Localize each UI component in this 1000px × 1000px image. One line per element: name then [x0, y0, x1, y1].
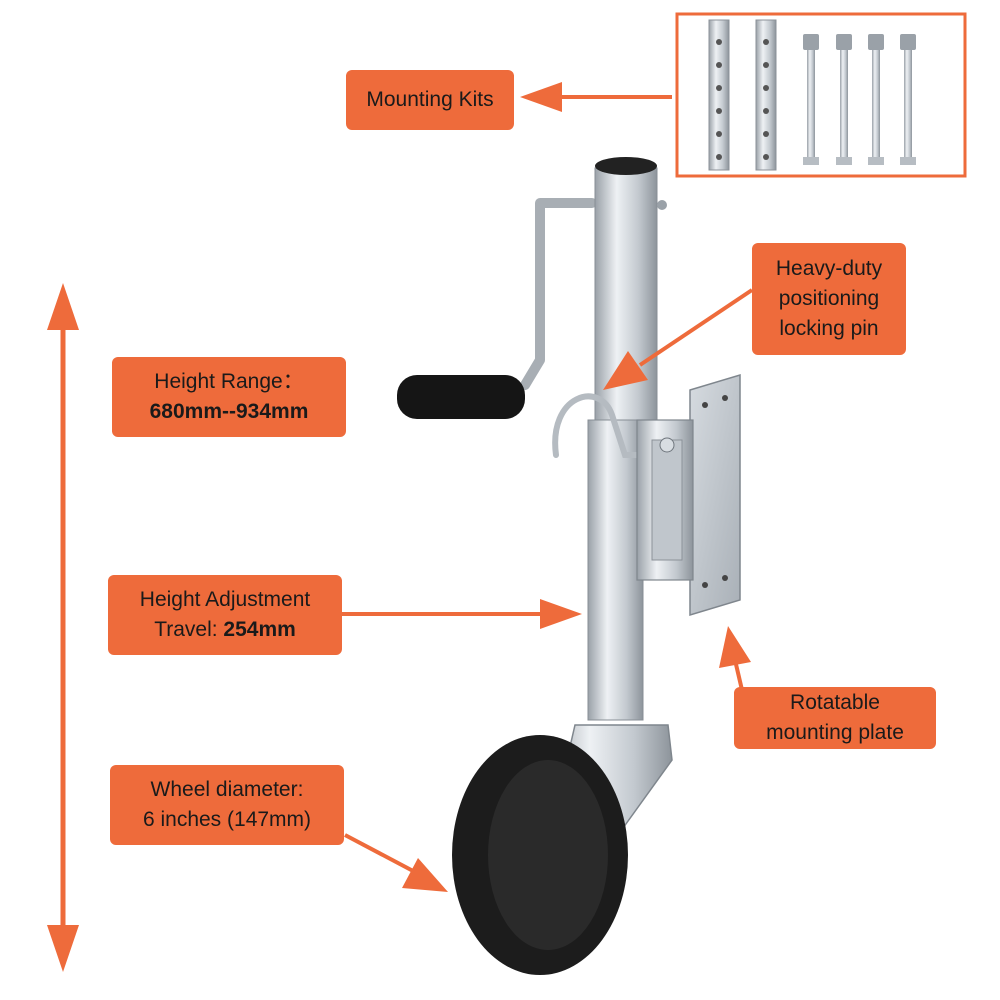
bolt — [803, 34, 819, 165]
height-adjustment-line1: Height Adjustment — [139, 588, 311, 611]
mounting-bracket — [708, 19, 730, 171]
locking-pin — [552, 393, 643, 458]
crank-handle — [397, 198, 597, 419]
height-range-value: 680mm--934mm — [149, 400, 309, 423]
mounting-kits-callout: Mounting Kits — [346, 70, 514, 130]
mounting-kits-label: Mounting Kits — [366, 88, 494, 111]
height-range-label: Height Range： — [154, 370, 304, 393]
locking-pin-line1: Heavy-duty — [775, 257, 883, 280]
arrow-mounting-kits — [520, 82, 672, 112]
arrow-wheel-diameter — [344, 833, 448, 892]
arrow-height-adjustment — [342, 599, 582, 629]
crank-grip — [397, 375, 525, 419]
height-adjustment-callout: Height Adjustment Travel: 254mm — [108, 575, 342, 655]
bolt — [868, 34, 884, 165]
locking-pin-line2: positioning — [778, 287, 880, 310]
bolt — [836, 34, 852, 165]
arrow-mounting-plate — [719, 626, 751, 691]
wheel — [452, 735, 628, 975]
wheel-diameter-line2: 6 inches (147mm) — [142, 808, 312, 831]
locking-pin-callout: Heavy-duty positioning locking pin — [752, 243, 906, 355]
height-range-arrow — [47, 283, 79, 972]
height-adjustment-prefix: Travel: — [154, 618, 224, 641]
mounting-plate-line1: Rotatable — [790, 691, 880, 714]
mounting-kits-box — [675, 12, 967, 178]
height-adjustment-line2: Travel: 254mm — [154, 615, 296, 645]
height-range-callout: Height Range： 680mm--934mm — [112, 357, 346, 437]
wheel-diameter-line1: Wheel diameter: — [150, 778, 304, 801]
arrow-locking-pin — [603, 288, 754, 390]
locking-pin-line3: locking pin — [779, 317, 879, 340]
mounting-plate — [636, 373, 741, 617]
bolt — [900, 34, 916, 165]
wheel-diameter-callout: Wheel diameter: 6 inches (147mm) — [110, 765, 344, 845]
jack-tube — [587, 157, 667, 721]
mounting-bracket — [755, 19, 777, 171]
height-adjustment-value: 254mm — [223, 618, 296, 641]
mounting-plate-line2: mounting plate — [766, 721, 904, 744]
mounting-plate-callout: Rotatable mounting plate — [734, 687, 936, 749]
